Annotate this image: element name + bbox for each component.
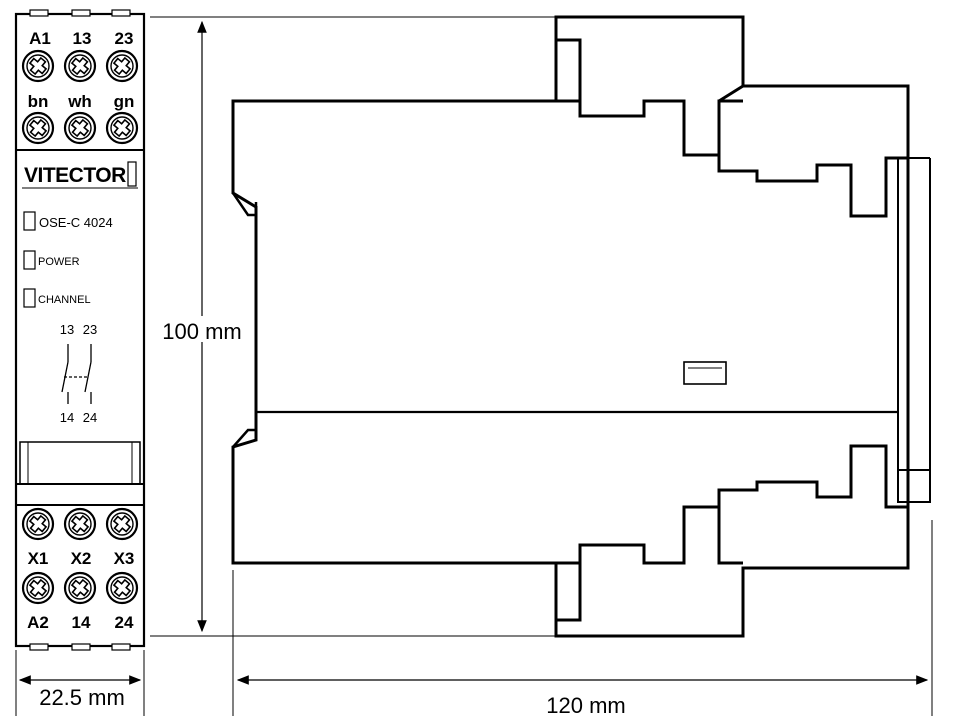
model-label: OSE-C 4024 — [39, 215, 113, 230]
terminal-label: gn — [114, 92, 135, 111]
terminal-label: A2 — [27, 613, 49, 632]
terminal-screw — [63, 507, 97, 541]
contact-symbol-icon — [61, 344, 92, 404]
terminal-label: A1 — [29, 29, 51, 48]
label-window-icon — [23, 211, 36, 231]
terminal-label: wh — [67, 92, 92, 111]
contact-label: 13 — [60, 322, 74, 337]
dimension-width: 22.5 mm — [15, 650, 145, 716]
contact-label: 14 — [60, 410, 74, 425]
power-led-icon — [23, 250, 36, 270]
terminal-screw — [105, 571, 139, 605]
brand-logo: VITECTOR — [24, 164, 126, 187]
terminal-label: X1 — [28, 549, 49, 568]
terminal-screw — [21, 507, 55, 541]
terminal-label: 13 — [73, 29, 92, 48]
terminal-screw — [21, 571, 55, 605]
dimension-label: 22.5 mm — [39, 685, 125, 710]
terminal-screw — [105, 49, 139, 83]
front-latch — [19, 441, 141, 485]
power-led-label: POWER — [38, 256, 80, 268]
side-housing — [231, 15, 910, 638]
channel-led-label: CHANNEL — [38, 294, 91, 306]
channel-led-icon — [23, 288, 36, 308]
terminal-screw — [63, 571, 97, 605]
dimension-label: 100 mm — [162, 319, 241, 344]
terminal-label: 14 — [72, 613, 91, 632]
terminal-label: 23 — [115, 29, 134, 48]
contact-label: 23 — [83, 322, 97, 337]
contact-label: 24 — [83, 410, 97, 425]
front-view: A1 13 23 bn wh gn VITECTOR OSE-C 4024 PO… — [14, 9, 146, 651]
dimension-depth: 120 mm — [232, 520, 933, 718]
terminal-screw — [21, 49, 55, 83]
terminal-screw — [63, 49, 97, 83]
terminal-label: X2 — [71, 549, 92, 568]
dimension-height: 100 mm — [150, 16, 565, 637]
terminal-label: bn — [28, 92, 49, 111]
terminal-label: X3 — [114, 549, 135, 568]
terminal-screw — [105, 111, 139, 145]
terminal-screw — [105, 507, 139, 541]
dimension-label: 120 mm — [546, 693, 625, 718]
terminal-screw — [63, 111, 97, 145]
terminal-screw — [21, 111, 55, 145]
terminal-label: 24 — [115, 613, 134, 632]
side-view — [231, 15, 931, 638]
